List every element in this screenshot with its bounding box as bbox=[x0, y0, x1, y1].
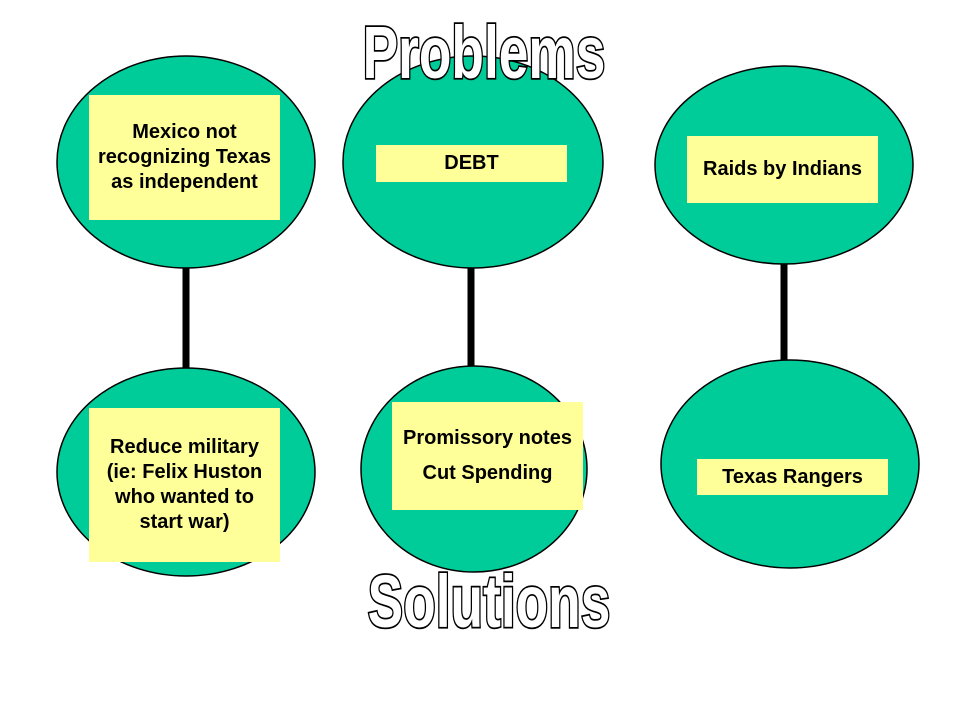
problem-box-1: Mexico not recognizing Texas as independ… bbox=[89, 95, 280, 220]
solution-box-2: Promissory notes Cut Spending bbox=[392, 402, 583, 510]
problem-box-2: DEBT bbox=[376, 145, 567, 182]
solution-text-2b: Cut Spending bbox=[422, 462, 553, 484]
solutions-heading: Solutions bbox=[368, 560, 611, 643]
problem-text-1: Mexico not recognizing Texas as independ… bbox=[97, 121, 271, 193]
problem-text-3: Raids by Indians bbox=[703, 158, 862, 180]
solution-box-1: Reduce military (ie: Felix Huston who wa… bbox=[89, 408, 280, 562]
solution-text-1: Reduce military (ie: Felix Huston who wa… bbox=[106, 436, 263, 533]
solution-text-3: Texas Rangers bbox=[722, 465, 863, 488]
problem-box-3: Raids by Indians bbox=[687, 136, 878, 203]
problems-heading: Problems bbox=[363, 11, 606, 94]
problem-text-2: DEBT bbox=[444, 152, 499, 174]
solution-box-3: Texas Rangers bbox=[697, 459, 888, 495]
solution-text-2a: Promissory notes bbox=[403, 427, 572, 449]
